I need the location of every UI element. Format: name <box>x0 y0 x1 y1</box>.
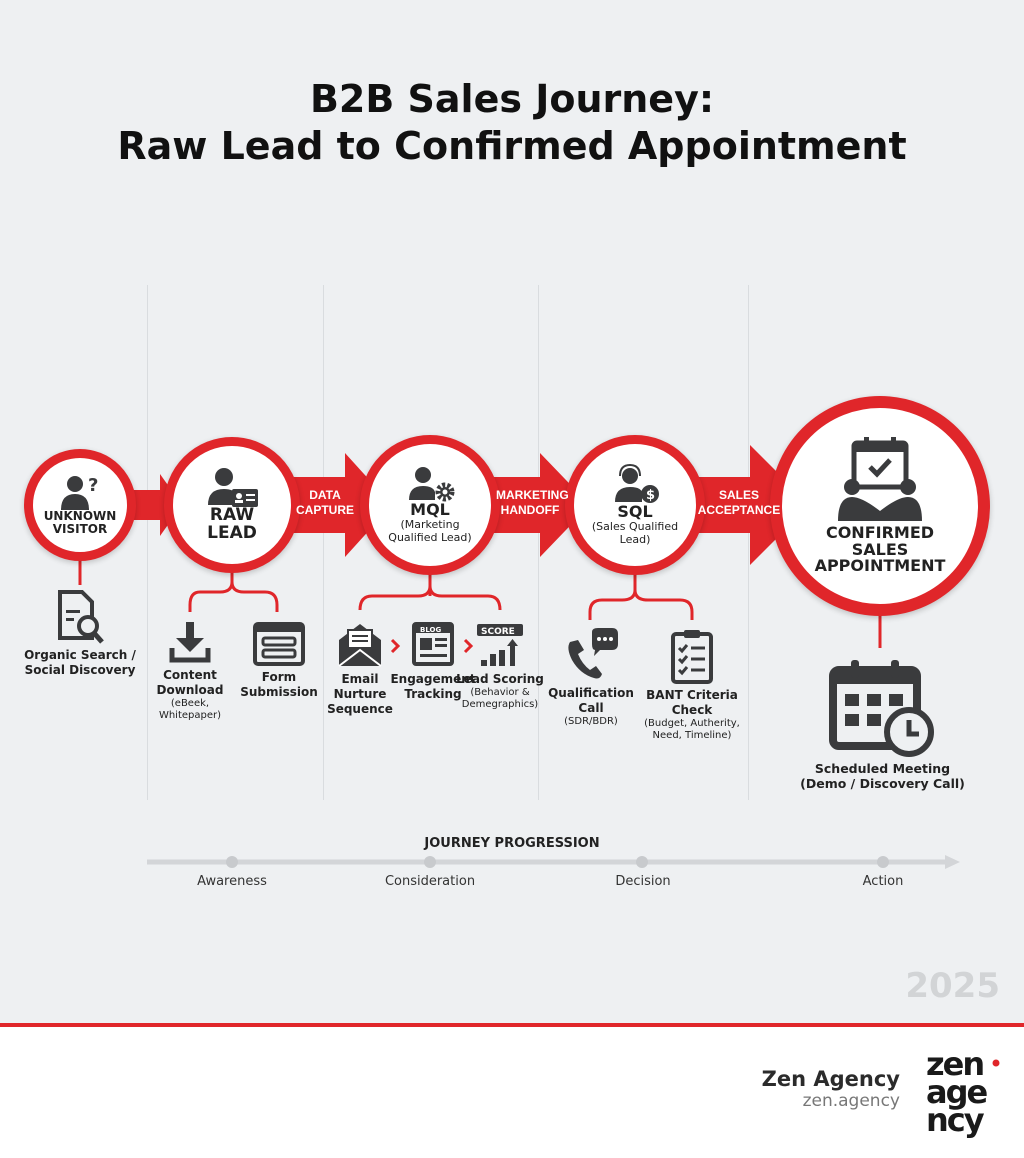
stage-raw-lead: RAW LEAD <box>164 437 300 573</box>
handshake-calendar-icon <box>838 436 922 521</box>
divider <box>538 285 539 800</box>
year-label: 2025 <box>905 966 1000 1006</box>
person-id-card-icon <box>208 468 258 508</box>
progress-dot <box>877 856 889 868</box>
activity-bant-check: BANT Criteria Check (Budget, Autherity, … <box>640 628 744 742</box>
transition-label: DATA CAPTURE <box>295 488 354 517</box>
svg-text:zen: zen <box>926 1045 983 1083</box>
progress-dot <box>636 856 648 868</box>
person-question-icon: ? <box>61 475 98 511</box>
document-search-icon <box>58 590 104 644</box>
arrow-marketing-handoff <box>485 453 590 557</box>
svg-text:ncy: ncy <box>926 1101 985 1139</box>
transition-label: MARKETING HANDOFF <box>496 488 569 517</box>
activity-lead-scoring: SCORE Lead Scoring (Behavior & Demegraph… <box>455 622 545 711</box>
progression-stage: Awareness <box>197 874 267 889</box>
svg-text:SCORE: SCORE <box>481 627 515 637</box>
clipboard-check-icon <box>671 630 713 684</box>
progression-stage: Consideration <box>384 874 476 889</box>
progress-dot <box>226 856 238 868</box>
page-title: B2B Sales Journey: Raw Lead to Confirmed… <box>117 77 907 168</box>
svg-text:age: age <box>926 1073 988 1111</box>
blog-icon: BLOG <box>412 622 454 666</box>
form-icon <box>253 622 305 666</box>
activity-qualification-call: Qualification Call (SDR/BDR) <box>545 628 637 728</box>
person-gear-icon <box>409 466 455 502</box>
svg-text:$: $ <box>646 488 655 503</box>
download-icon <box>169 622 211 663</box>
phone-chat-icon <box>568 628 618 679</box>
activity-engagement-tracking: BLOG Engagement Tracking <box>390 622 476 702</box>
svg-text:?: ? <box>88 475 98 496</box>
headset-dollar-icon: $ <box>615 463 659 503</box>
progression-title: JOURNEY PROGRESSION <box>424 836 600 851</box>
stage-unknown-visitor: ? UNKNOWN VISITOR <box>24 449 136 561</box>
envelope-icon <box>338 624 382 667</box>
stage-confirmed-appointment: CONFIRMED SALES APPOINTMENT <box>770 396 990 616</box>
stage-sql: $ SQL (Sales Qualified Lead) <box>565 435 705 575</box>
progression-stage: Action <box>862 874 904 889</box>
calendar-clock-icon <box>828 660 934 757</box>
stage-mql: MQL (Marketing Qualified Lead) <box>360 435 500 575</box>
transition-label: SALES ACCEPTANCE <box>697 488 781 517</box>
divider <box>748 285 749 800</box>
activity-form-submission: Form Submission <box>240 622 318 700</box>
activity-email-nurture: Email Nurture Sequence <box>325 622 395 717</box>
progression-stage: Decision <box>615 874 671 889</box>
progress-dot <box>424 856 436 868</box>
divider <box>147 285 148 800</box>
activity-scheduled-meeting: Scheduled Meeting (Demo / Discovery Call… <box>800 658 965 791</box>
divider <box>323 285 324 800</box>
footer-company: Zen Agency zen.agency <box>761 1067 900 1111</box>
svg-text:BLOG: BLOG <box>420 626 441 634</box>
score-chart-icon: SCORE <box>477 624 523 666</box>
activity-organic-search: Organic Search / Social Discovery <box>20 590 140 678</box>
activity-content-download: Content Download (eBeek, Whitepaper) <box>150 620 230 722</box>
